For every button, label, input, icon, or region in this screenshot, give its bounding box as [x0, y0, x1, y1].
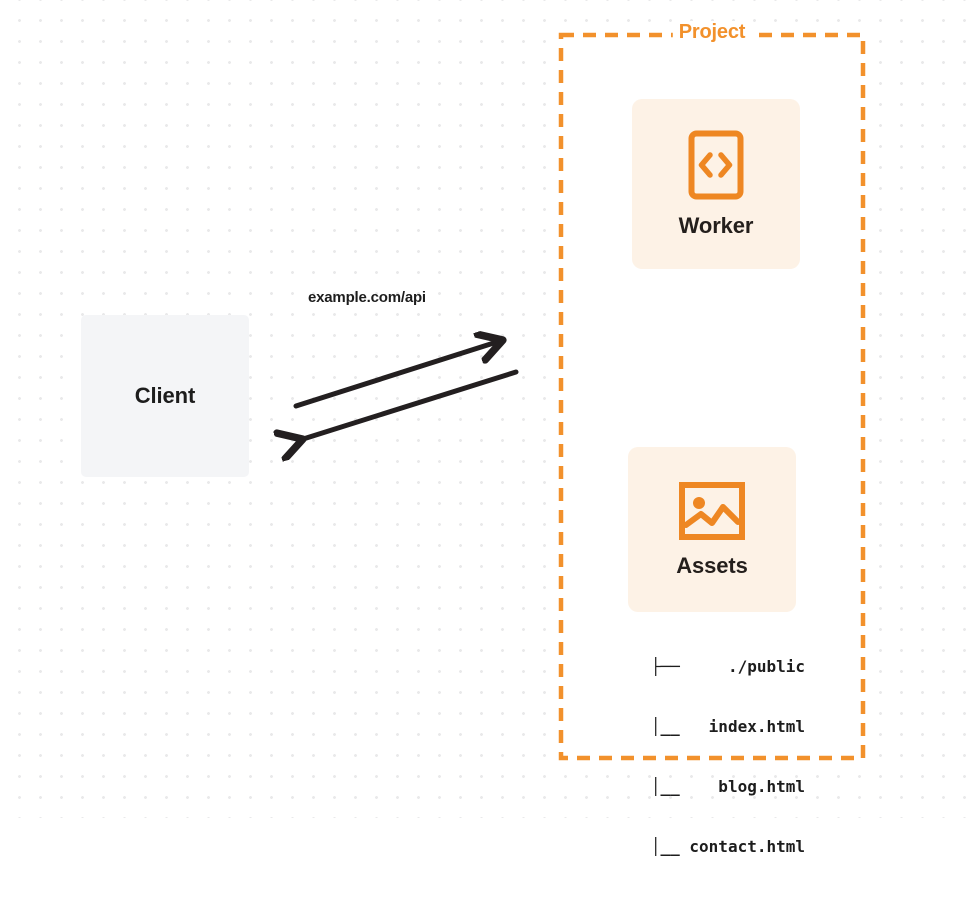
assets-label: Assets — [676, 552, 748, 578]
response-arrow — [300, 369, 519, 440]
diagram-canvas: Client example.com/api Project — [0, 0, 980, 856]
client-node[interactable]: Client — [81, 315, 249, 477]
file-tree-row: ├── ./public — [650, 657, 805, 676]
connection-label: example.com/api — [308, 289, 426, 306]
image-icon — [678, 481, 746, 541]
worker-node[interactable]: Worker — [632, 99, 800, 269]
file-tree-row: │__ blog.html — [650, 777, 805, 796]
worker-label: Worker — [678, 213, 754, 238]
file-tree-row: │__ contact.html — [650, 837, 805, 856]
assets-node[interactable]: Assets — [628, 447, 796, 612]
request-arrow — [293, 341, 500, 409]
code-brackets-icon — [687, 129, 745, 201]
file-tree-row: │__ index.html — [650, 717, 805, 736]
project-title: Project — [672, 21, 752, 44]
assets-file-tree: ├── ./public │__ index.html │__ blog.htm… — [600, 617, 805, 897]
client-label: Client — [134, 383, 196, 408]
project-dashed-border — [558, 32, 866, 761]
